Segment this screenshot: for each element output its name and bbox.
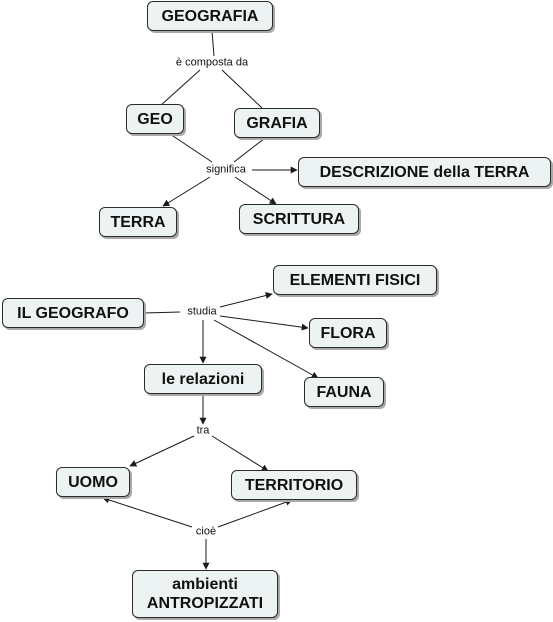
- node-descrizione[interactable]: DESCRIZIONE della TERRA: [298, 157, 551, 187]
- node-uomo-label: UOMO: [68, 473, 118, 491]
- node-le-relazioni[interactable]: le relazioni: [144, 364, 262, 394]
- node-terra[interactable]: TERRA: [99, 207, 177, 237]
- connector-geo-significa: [169, 133, 213, 163]
- arrow-cioe-territorio: [217, 498, 293, 528]
- node-territorio[interactable]: TERRITORIO: [231, 470, 357, 500]
- connector-composta-geo: [159, 69, 201, 107]
- node-grafia-label: GRAFIA: [246, 114, 308, 132]
- arrow-studia-elementi: [219, 292, 273, 308]
- node-flora[interactable]: FLORA: [309, 318, 387, 348]
- node-fauna-label: FAUNA: [316, 383, 372, 401]
- node-il-geografo[interactable]: IL GEOGRAFO: [2, 298, 144, 328]
- node-elementi-fisici-label: ELEMENTI FISICI: [289, 271, 421, 289]
- connector-composta-grafia: [221, 69, 263, 109]
- node-il-geografo-label: IL GEOGRAFO: [17, 304, 129, 322]
- arrow-studia-fauna: [213, 319, 319, 379]
- node-descrizione-label: DESCRIZIONE della TERRA: [319, 163, 530, 181]
- node-geo[interactable]: GEO: [126, 104, 184, 134]
- link-label-cioe: cioè: [193, 525, 219, 539]
- link-label-studia: studia: [185, 305, 219, 319]
- node-flora-label: FLORA: [320, 324, 376, 342]
- node-geografia[interactable]: GEOGRAFIA: [147, 1, 273, 31]
- connector-geografia-composta: [211, 30, 215, 57]
- node-territorio-label: TERRITORIO: [244, 476, 344, 494]
- arrow-studia-flora: [219, 315, 309, 331]
- connector-grafia-significa: [233, 137, 266, 163]
- arrow-significa-scrittura: [234, 176, 277, 205]
- connector-geografo-studia: [143, 311, 181, 314]
- node-grafia[interactable]: GRAFIA: [234, 108, 320, 138]
- node-ambienti-label: ambienti ANTROPIZZATI: [146, 576, 264, 612]
- arrow-cioe-uomo: [102, 496, 193, 528]
- node-le-relazioni-label: le relazioni: [161, 370, 245, 388]
- node-terra-label: TERRA: [110, 213, 166, 231]
- node-geografia-label: GEOGRAFIA: [161, 7, 259, 25]
- node-elementi-fisici[interactable]: ELEMENTI FISICI: [273, 265, 437, 295]
- node-scrittura[interactable]: SCRITTURA: [239, 204, 359, 234]
- node-fauna[interactable]: FAUNA: [304, 377, 384, 407]
- link-label-significa: significa: [204, 163, 248, 177]
- node-geo-label: GEO: [137, 110, 173, 128]
- arrow-significa-terra: [162, 176, 211, 207]
- link-label-composta: è composta da: [173, 56, 251, 70]
- arrow-tra-territorio: [211, 435, 269, 472]
- node-uomo[interactable]: UOMO: [56, 467, 130, 497]
- node-ambienti[interactable]: ambienti ANTROPIZZATI: [132, 570, 278, 618]
- node-scrittura-label: SCRITTURA: [252, 210, 346, 228]
- arrow-tra-uomo: [129, 435, 195, 467]
- link-label-tra: tra: [194, 424, 212, 438]
